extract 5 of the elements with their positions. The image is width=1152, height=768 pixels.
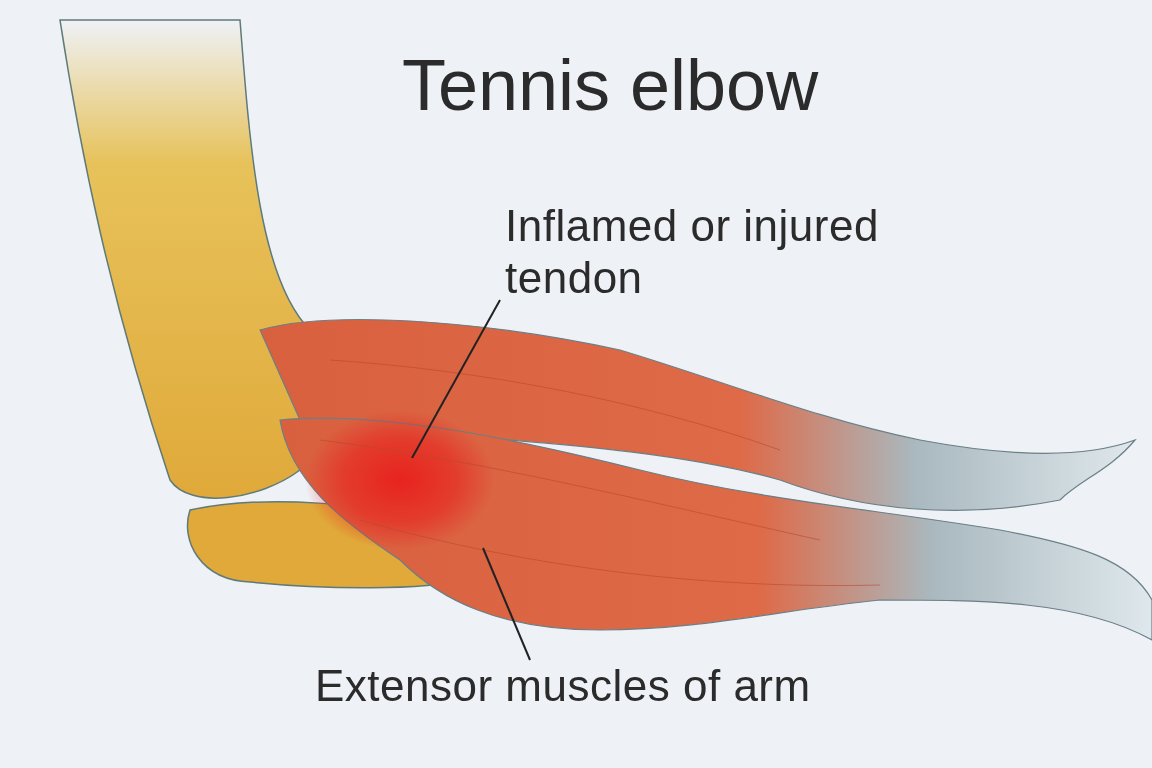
leader-line [482,547,531,661]
callout-label: Extensor muscles of arm [315,660,875,712]
title: Tennis elbow [400,44,820,127]
callout-label: Inflamed or injured tendon [505,200,945,304]
leader-line [411,299,501,459]
